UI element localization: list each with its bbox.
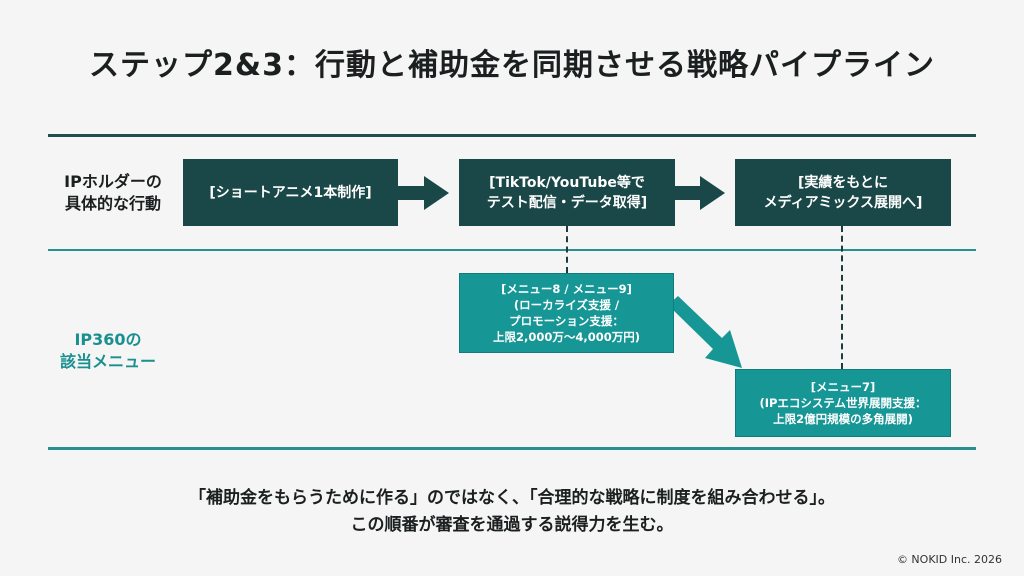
- row-label-actions: IPホルダーの 具体的な行動: [48, 171, 178, 215]
- footer-line: この順番が審査を通過する説得力を生む。: [350, 515, 674, 535]
- menu-box-8-9: [メニュー8 / メニュー9] (ローカライズ支援 / プロモーション支援： 上限2,…: [459, 273, 674, 353]
- box-text: メディアミックス展開へ]: [763, 194, 923, 211]
- action-box-anime: [ショートアニメ1本制作]: [183, 159, 398, 226]
- box-text: (ローカライズ支援 /: [513, 298, 620, 312]
- row-label-line: 該当メニュー: [59, 352, 156, 371]
- action-box-test: [TikTok/YouTube等でテスト配信・データ取得]: [459, 159, 675, 226]
- arrow-right-icon: [398, 176, 449, 210]
- divider-top: [48, 134, 976, 137]
- copyright: © NOKID Inc. 2026: [896, 553, 1002, 566]
- row-label-line: 具体的な行動: [64, 194, 161, 213]
- action-box-mediamix: [実績をもとにメディアミックス展開へ]: [735, 159, 951, 226]
- connector-dashed: [566, 226, 568, 273]
- box-text: [メニュー8 / メニュー9]: [501, 282, 632, 296]
- divider-bottom: [48, 447, 976, 450]
- arrow-right-icon: [675, 176, 725, 210]
- box-text: [ショートアニメ1本制作]: [209, 184, 372, 201]
- box-text: 上限2,000万～4,000万円): [492, 330, 640, 344]
- box-text: テスト配信・データ取得]: [486, 194, 648, 211]
- page-title: ステップ2&3：行動と補助金を同期させる戦略パイプライン: [89, 48, 935, 83]
- divider-middle: [48, 249, 976, 251]
- box-text: [実績をもとに: [797, 174, 889, 191]
- box-text: [TikTok/YouTube等で: [489, 174, 645, 191]
- row-label-line: IPホルダーの: [64, 172, 162, 191]
- footer-message: 「補助金をもらうために作る」のではなく、「合理的な戦略に制度を組み合わせる」。 …: [0, 485, 1024, 539]
- connector-dashed: [841, 226, 843, 369]
- box-text: (IPエコシステム世界展開支援：: [759, 396, 927, 410]
- row-label-line: IP360の: [74, 330, 142, 349]
- arrow-diagonal-icon: [668, 296, 742, 368]
- menu-box-7: [メニュー7] (IPエコシステム世界展開支援： 上限2億円規模の多角展開): [735, 369, 951, 437]
- row-label-menus: IP360の 該当メニュー: [48, 329, 168, 373]
- box-text: 上限2億円規模の多角展開): [773, 412, 913, 426]
- box-text: プロモーション支援：: [509, 314, 624, 328]
- footer-line: 「補助金をもらうために作る」のではなく、「合理的な戦略に制度を組み合わせる」。: [189, 488, 835, 508]
- box-text: [メニュー7]: [810, 380, 876, 394]
